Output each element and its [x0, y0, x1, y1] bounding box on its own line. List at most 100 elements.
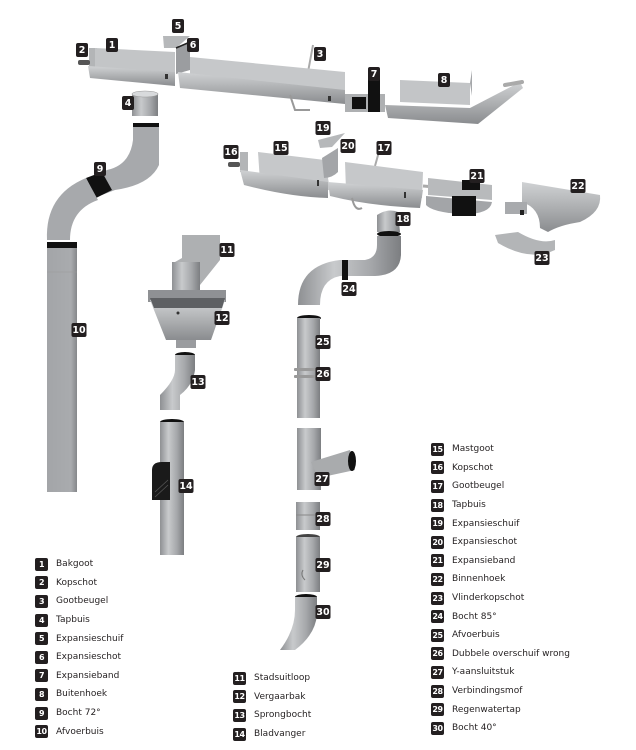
legend-label: Mastgoot: [452, 444, 494, 455]
part-11-stadsuitloop: [172, 235, 220, 292]
callout-badge-number: 4: [125, 98, 132, 109]
callout-badge-number: 16: [224, 147, 238, 158]
callout-badge-number: 18: [396, 214, 410, 225]
legend-label: Afvoerbuis: [452, 630, 500, 641]
callout-badge: 6: [187, 38, 199, 52]
legend-label: Bocht 72°: [56, 708, 101, 719]
legend-item: 18 Tapbuis: [431, 496, 570, 515]
legend-label: Kopschot: [452, 462, 494, 473]
part-20-expansieschot: [322, 148, 338, 178]
legend-number-badge: 26: [431, 647, 444, 661]
legend-number-badge: 27: [431, 665, 444, 679]
legend-number-badge: 22: [431, 572, 444, 586]
callout-badge: 11: [219, 243, 235, 257]
callout-badge: 25: [315, 335, 331, 349]
legend-number-badge: 30: [431, 721, 444, 735]
part-24-bocht-85: [298, 231, 401, 305]
callout-badge-number: 22: [571, 181, 584, 192]
legend-label: Expansieschot: [56, 652, 122, 663]
legend-number-badge: 14: [233, 727, 246, 741]
callout-badge-number: 5: [175, 21, 182, 32]
legend-item: 24 Bocht 85°: [431, 607, 570, 626]
part-9-bocht-72: [46, 123, 159, 240]
callout-badge: 27: [314, 472, 330, 486]
callout-badge-number: 23: [535, 253, 548, 264]
part-13-sprongbocht: [160, 352, 195, 410]
legend-label: Tapbuis: [56, 615, 90, 626]
callout-badge: 23: [534, 251, 550, 265]
legend-number-badge: 24: [431, 610, 444, 624]
legend-label: Expansieband: [56, 670, 120, 681]
legend-number-badge: 2: [35, 576, 48, 590]
callout-badge: 10: [71, 323, 87, 337]
callout-badge-number: 17: [377, 143, 390, 154]
legend-label: Vergaarbak: [254, 691, 306, 702]
part-19-expansieschuif: [318, 133, 345, 148]
part-4-tapbuis: [131, 90, 159, 116]
callout-badge: 19: [315, 121, 331, 135]
legend-item: 3 Gootbeugel: [35, 592, 123, 611]
callout-badge-number: 13: [191, 377, 204, 388]
legend-label: Binnenhoek: [452, 574, 506, 585]
legend-label: Afvoerbuis: [56, 726, 104, 737]
legend-number-badge: 23: [431, 591, 444, 605]
legend-label: Kopschot: [56, 577, 98, 588]
legend-label: Bocht 85°: [452, 611, 497, 622]
callout-badge: 28: [315, 512, 331, 526]
legend-label: Tapbuis: [452, 500, 486, 511]
part-12-vergaarbak: [148, 290, 226, 348]
legend-label: Gootbeugel: [56, 596, 109, 607]
legend-number-badge: 11: [233, 671, 246, 685]
legend-label: Stadsuitloop: [254, 673, 311, 684]
legend-item: 17 Gootbeugel: [431, 477, 570, 496]
part-5-expansieschuif: [163, 36, 190, 48]
legend-item: 10 Afvoerbuis: [35, 722, 123, 741]
legend-item: 20 Expansieschot: [431, 533, 570, 552]
legend-number-badge: 13: [233, 708, 246, 722]
callout-badge: 9: [94, 162, 106, 176]
legend-number-badge: 3: [35, 594, 48, 608]
callout-badge: 30: [315, 605, 331, 619]
legend-number-badge: 25: [431, 628, 444, 642]
legend-item: 4 Tapbuis: [35, 611, 123, 630]
callout-badge-number: 15: [274, 143, 287, 154]
callout-badge-number: 29: [316, 560, 329, 571]
part-2-kopschot: [78, 48, 97, 68]
legend-label: Expansieschot: [452, 537, 518, 548]
legend-number-badge: 18: [431, 498, 444, 512]
legend-number-badge: 4: [35, 613, 48, 627]
legend-number-badge: 5: [35, 632, 48, 646]
part-1-bakgoot: [88, 48, 175, 86]
legend-number-badge: 16: [431, 461, 444, 475]
legend-number-badge: 20: [431, 535, 444, 549]
callout-badge-number: 6: [190, 40, 197, 51]
part-23-vlinderkopschot: [495, 232, 555, 255]
callout-badge: 3: [314, 47, 326, 61]
legend-number-badge: 17: [431, 479, 444, 493]
legend-number-badge: 6: [35, 650, 48, 664]
callout-badge: 2: [76, 43, 88, 57]
legend-item: 25 Afvoerbuis: [431, 626, 570, 645]
legend-number-badge: 10: [35, 725, 48, 739]
part-14-bladvanger: [152, 419, 184, 555]
callout-badge-number: 12: [215, 313, 228, 324]
legend-label: Verbindingsmof: [452, 686, 523, 697]
legend-item: 2 Kopschot: [35, 574, 123, 593]
part-22-binnenhoek: [505, 182, 601, 232]
legend-label: Gootbeugel: [452, 481, 505, 492]
legend-item: 16 Kopschot: [431, 459, 570, 478]
callout-badge-number: 2: [79, 45, 86, 56]
legend-number-badge: 8: [35, 687, 48, 701]
